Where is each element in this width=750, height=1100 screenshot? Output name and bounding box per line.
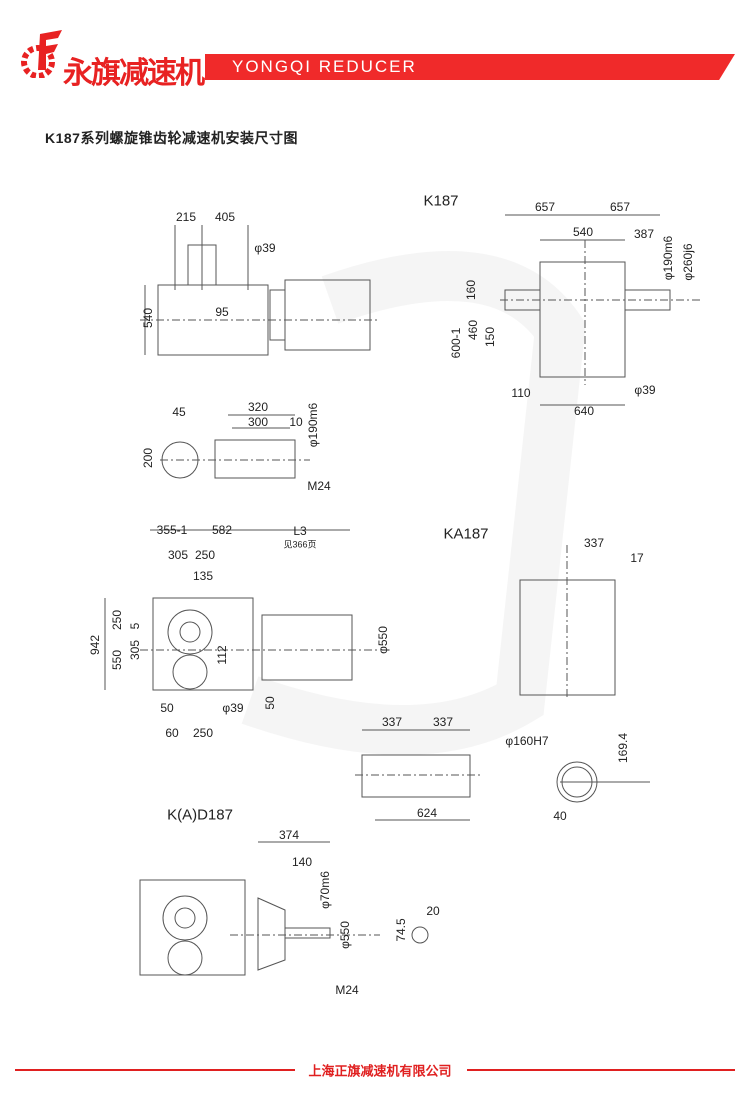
dim-label: φ39 [634, 383, 656, 397]
dim-label: 95 [215, 305, 229, 319]
dim-label: 337 [381, 715, 403, 729]
dim-label: 582 [211, 523, 233, 537]
dim-label: 250 [192, 726, 214, 740]
dim-label: 550 [110, 649, 124, 671]
dim-label: 135 [192, 569, 214, 583]
banner-text: YONGQI REDUCER [232, 57, 417, 76]
dim-label: φ260j6 [681, 243, 695, 281]
dim-label: 169.4 [616, 732, 630, 764]
dim-label: 215 [175, 210, 197, 224]
dim-label: 300 [247, 415, 269, 429]
brand-banner [205, 54, 735, 80]
dim-label: 17 [630, 551, 644, 565]
dim-label: 624 [416, 806, 438, 820]
dim-label: 657 [609, 200, 631, 214]
dim-label: 74.5 [394, 918, 408, 942]
dim-label: 374 [278, 828, 300, 842]
dim-label: 305 [128, 639, 142, 661]
footer-company: 上海正旗减速机有限公司 [308, 1063, 452, 1079]
dim-label: 200 [141, 447, 155, 469]
dim-label: M24 [335, 983, 359, 997]
document-title: K187系列螺旋锥齿轮减速机安装尺寸图 [45, 130, 298, 146]
dim-label: 250 [110, 609, 124, 631]
dim-label: φ160H7 [505, 734, 549, 748]
dim-label: 20 [426, 904, 440, 918]
dim-label: 540 [572, 225, 594, 239]
dim-label: 337 [432, 715, 454, 729]
dim-label: L3 [293, 524, 307, 538]
dim-label: 640 [573, 404, 595, 418]
dim-label: 305 [167, 548, 189, 562]
dim-label: φ550 [338, 921, 352, 949]
dim-label: 45 [172, 405, 186, 419]
dim-label: 405 [214, 210, 236, 224]
dim-label: 40 [553, 809, 567, 823]
dim-label: 150 [483, 326, 497, 348]
dim-label: 657 [534, 200, 556, 214]
dim-label: 10 [289, 415, 303, 429]
dim-label: 60 [165, 726, 179, 740]
dim-label: φ190m6 [661, 235, 675, 281]
dim-label: 250 [194, 548, 216, 562]
dim-label: φ39 [222, 701, 244, 715]
dim-label: φ190m6 [306, 402, 320, 448]
view-title-kad187: K(A)D187 [167, 806, 233, 824]
logo-text: 永旗减速机 [63, 57, 205, 90]
dim-label: 160 [464, 279, 478, 301]
dim-label: 320 [247, 400, 269, 414]
dim-label: 460 [466, 319, 480, 341]
dim-label: 540 [141, 307, 155, 329]
dim-label: M24 [307, 479, 331, 493]
dim-label: 337 [583, 536, 605, 550]
dim-label: φ70m6 [318, 871, 332, 909]
dim-label: 387 [633, 227, 655, 241]
logo-gear-icon [18, 30, 62, 78]
dim-label: 50 [263, 696, 277, 710]
dim-note: 见366页 [283, 539, 317, 550]
dim-label: 5 [128, 622, 142, 630]
dim-label: 942 [88, 634, 102, 656]
view-title-k187: K187 [423, 192, 459, 210]
dim-label: 110 [511, 386, 531, 400]
dim-label: 140 [291, 855, 313, 869]
dim-label: 600-1 [449, 327, 463, 359]
dim-label: 355-1 [156, 523, 188, 537]
dim-label: φ550 [376, 626, 390, 654]
dim-label: 112 [215, 645, 229, 665]
view-title-ka187: KA187 [443, 525, 489, 543]
dim-label: 50 [160, 701, 174, 715]
dim-label: φ39 [254, 241, 276, 255]
